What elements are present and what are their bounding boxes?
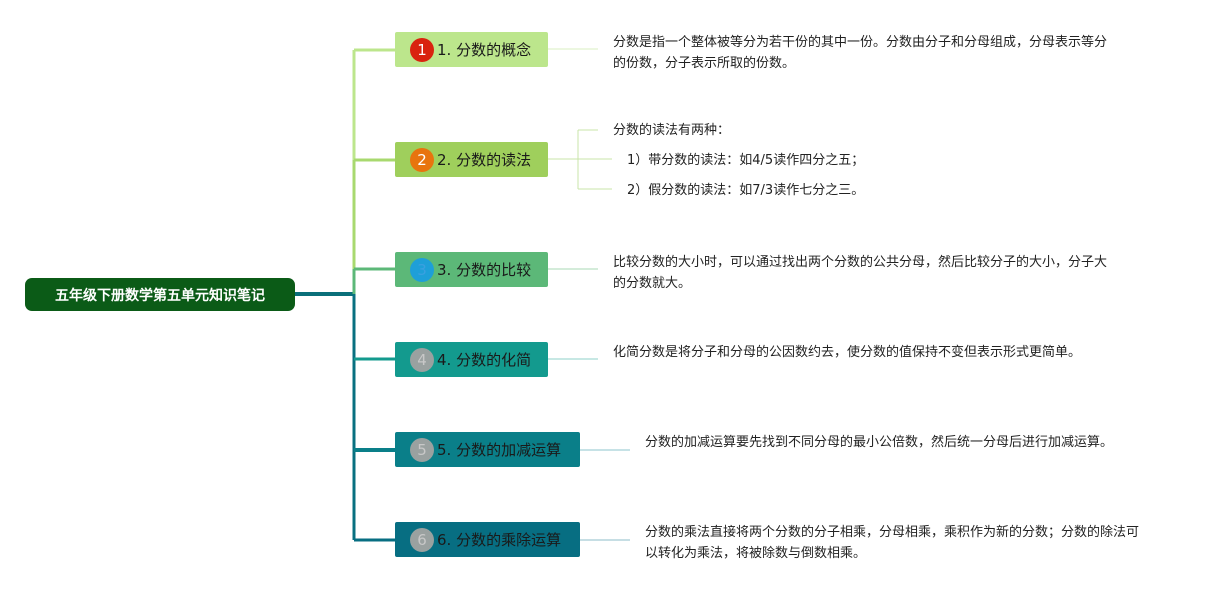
number-badge-icon: 2 [410,147,434,172]
topic-label: 1. 分数的概念 [437,41,532,59]
topic-node-2[interactable]: 2 2. 分数的读法 [395,142,548,177]
topic-node-4[interactable]: 4 4. 分数的化简 [395,342,548,377]
note-topic-2-heading: 分数的读法有两种： [613,120,913,141]
note-line: 2）假分数的读法：如7/3读作七分之三。 [627,183,865,198]
note-line: 分数的读法有两种： [613,123,731,138]
topic-node-1[interactable]: 1 1. 分数的概念 [395,32,548,67]
topic-label: 3. 分数的比较 [437,261,532,279]
note-line: 分数是指一个整体被等分为若干份的其中一份。分数由分子和分母组成，分母表示等分的份… [613,35,1108,71]
note-topic-3: 比较分数的大小时，可以通过找出两个分数的公共分母，然后比较分子的大小，分子大的分… [613,252,1108,294]
note-line: 分数的加减运算要先找到不同分母的最小公倍数，然后统一分母后进行加减运算。 [645,435,1114,450]
number-badge-icon: 3 [410,257,434,282]
topic-label: 2. 分数的读法 [437,151,532,169]
root-node[interactable]: 五年级下册数学第五单元知识笔记 [25,278,295,311]
note-topic-4: 化简分数是将分子和分母的公因数约去，使分数的值保持不变但表示形式更简单。 [613,342,1093,363]
topic-label: 4. 分数的化简 [437,351,532,369]
root-title: 五年级下册数学第五单元知识笔记 [55,287,265,304]
topic-label: 6. 分数的乘除运算 [437,531,562,549]
note-topic-2-item-1: 1）带分数的读法：如4/5读作四分之五； [627,150,927,171]
topic-label: 5. 分数的加减运算 [437,441,562,459]
topic-node-5[interactable]: 5 5. 分数的加减运算 [395,432,580,467]
topic-node-6[interactable]: 6 6. 分数的乘除运算 [395,522,580,557]
note-line: 1）带分数的读法：如4/5读作四分之五； [627,153,865,168]
note-topic-2-item-2: 2）假分数的读法：如7/3读作七分之三。 [627,180,927,201]
note-connector-2 [548,129,612,190]
note-topic-1: 分数是指一个整体被等分为若干份的其中一份。分数由分子和分母组成，分母表示等分的份… [613,32,1108,74]
note-line: 分数的乘法直接将两个分数的分子相乘，分母相乘，乘积作为新的分数；分数的除法可以转… [645,525,1140,561]
topic-node-3[interactable]: 3 3. 分数的比较 [395,252,548,287]
note-topic-6: 分数的乘法直接将两个分数的分子相乘，分母相乘，乘积作为新的分数；分数的除法可以转… [645,522,1145,564]
number-badge-icon: 4 [410,347,434,372]
number-badge-icon: 6 [410,527,434,552]
number-badge-icon: 1 [410,37,434,62]
note-topic-5: 分数的加减运算要先找到不同分母的最小公倍数，然后统一分母后进行加减运算。 [645,432,1130,453]
note-line: 化简分数是将分子和分母的公因数约去，使分数的值保持不变但表示形式更简单。 [613,345,1082,360]
note-line: 比较分数的大小时，可以通过找出两个分数的公共分母，然后比较分子的大小，分子大的分… [613,255,1108,291]
number-badge-icon: 5 [410,437,434,462]
